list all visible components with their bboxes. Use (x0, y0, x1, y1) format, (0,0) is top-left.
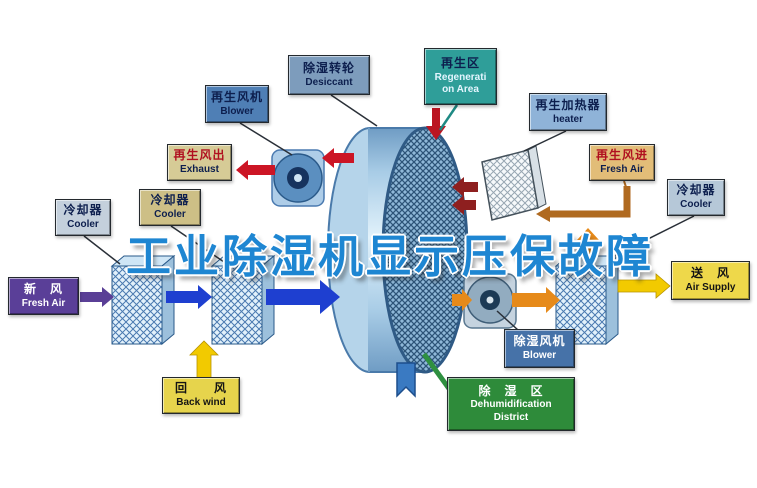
cooler-left-outer-callout (83, 235, 121, 265)
regen-blower-callout (239, 122, 293, 156)
label-exhaust-zh: 再生风出 (173, 148, 226, 163)
label-regen-blower: 再生风机 Blower (205, 85, 269, 123)
return-air-arrow (189, 340, 219, 379)
label-dehumid-blower: 除湿风机 Blower (504, 329, 575, 368)
label-cooler-left-inner-en: Cooler (154, 209, 186, 221)
heater-callout (523, 130, 567, 152)
label-back-wind-en: Back wind (176, 397, 226, 409)
regen-freshair-callout (623, 180, 628, 191)
cooler-box-left-inner (210, 254, 276, 346)
label-regen-fresh-air: 再生风进 Fresh Air (589, 144, 655, 181)
dehumidification-blower-fan (463, 273, 517, 329)
label-regen-heater-en: heater (552, 113, 583, 125)
label-regen-area: 再生区 Regenerati on Area (424, 48, 497, 105)
regen-intake-arrowhead (536, 206, 550, 222)
label-dehumid-district-zh: 除 湿 区 (478, 383, 544, 398)
label-dehumid-district-en1: Dehumidification (470, 399, 552, 411)
label-cooler-right-en: Cooler (680, 199, 712, 211)
label-fresh-air: 新 风 Fresh Air (8, 277, 79, 315)
cooler-up-arrow (577, 228, 599, 254)
label-desiccant: 除湿转轮 Desiccant (288, 55, 370, 95)
regeneration-heater-box (481, 145, 547, 221)
label-exhaust: 再生风出 Exhaust (167, 144, 232, 181)
dehumid-out-arrow (452, 289, 472, 311)
label-air-supply-zh: 送 风 (690, 266, 730, 281)
label-air-supply-en: Air Supply (685, 282, 736, 294)
label-dehumid-district-en2: District (493, 411, 529, 423)
fresh-air-inlet-arrow (80, 287, 114, 307)
label-dehumid-district: 除 湿 区 Dehumidification District (447, 377, 575, 431)
label-cooler-left-outer-zh: 冷却器 (63, 203, 103, 218)
label-cooler-right: 冷却器 Cooler (667, 179, 725, 216)
process-air-arrow-1 (166, 285, 212, 309)
supply-air-arrow (617, 273, 671, 299)
label-cooler-left-inner: 冷却器 Cooler (139, 189, 201, 226)
process-air-arrow-2 (266, 280, 340, 314)
wheel-honeycomb-face (381, 126, 469, 374)
label-back-wind: 回 风 Back wind (162, 377, 240, 414)
label-dehumid-blower-zh: 除湿风机 (513, 334, 566, 349)
regen-sector-arrow (426, 108, 446, 140)
dehumid-blower-callout (496, 310, 519, 331)
label-regen-area-en2: on Area (442, 84, 479, 96)
label-regen-blower-en: Blower (220, 105, 254, 117)
label-regen-area-en1: Regenerati (434, 71, 487, 83)
label-fresh-air-en: Fresh Air (21, 297, 66, 309)
label-regen-fresh-air-en: Fresh Air (600, 164, 644, 176)
airflow-arrows (80, 108, 671, 379)
label-desiccant-en: Desiccant (305, 76, 353, 88)
label-exhaust-en: Exhaust (180, 164, 219, 176)
label-desiccant-zh: 除湿转轮 (302, 60, 355, 75)
regen-area-callout (438, 104, 459, 131)
label-dehumid-blower-en: Blower (522, 350, 557, 362)
label-fresh-air-zh: 新 风 (23, 281, 63, 296)
fan-to-cooler-arrow (512, 287, 560, 313)
watermark-title: 工业除湿机显示压保故障 (126, 231, 655, 282)
regeneration-blower-fan (271, 149, 325, 207)
dehumid-district-callout (421, 352, 453, 392)
label-regen-heater-zh: 再生加热器 (535, 97, 601, 112)
exhaust-arrow (236, 160, 275, 180)
heater-to-wheel-arrow-1 (452, 177, 478, 197)
cooler-right-callout (613, 215, 695, 257)
label-air-supply: 送 风 Air Supply (671, 261, 750, 300)
desiccant-callout (330, 94, 378, 127)
label-cooler-right-zh: 冷却器 (676, 183, 716, 198)
heater-to-wheel-arrow-2 (452, 195, 476, 215)
label-cooler-left-outer-en: Cooler (67, 219, 99, 231)
label-cooler-left-outer: 冷却器 Cooler (55, 199, 111, 236)
label-cooler-left-inner-zh: 冷却器 (150, 193, 190, 208)
label-regen-fresh-air-zh: 再生风进 (595, 148, 648, 163)
regen-intake-duct (548, 186, 631, 218)
regen-out-arrow (322, 148, 354, 168)
wheel-ribbon-icon (396, 362, 416, 398)
desiccant-wheel (327, 126, 469, 374)
label-regen-area-zh: 再生区 (440, 56, 480, 71)
label-regen-heater: 再生加热器 heater (529, 93, 607, 131)
callout-lines (83, 94, 695, 392)
cooler-left-inner-callout (170, 225, 228, 265)
label-regen-blower-zh: 再生风机 (210, 89, 263, 104)
label-back-wind-zh: 回 风 (174, 381, 227, 396)
